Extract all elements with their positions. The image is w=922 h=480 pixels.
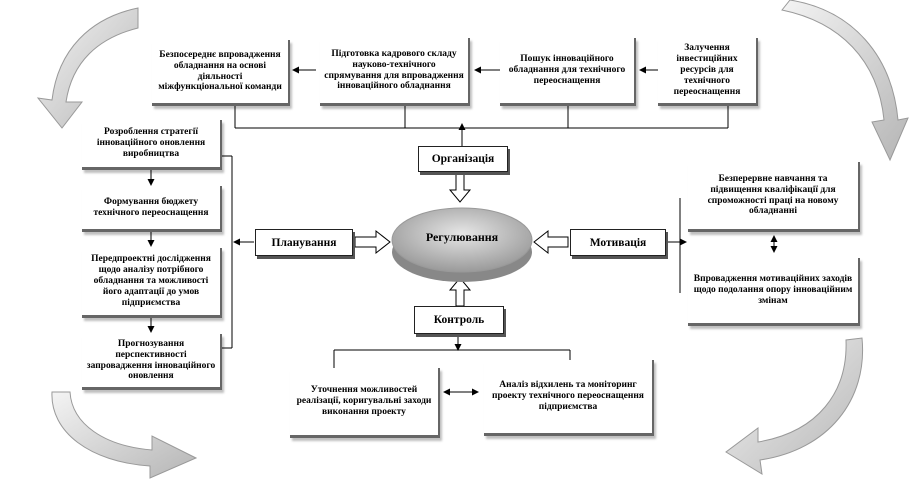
planning-step-1: Розроблення стратегії інноваційного онов…: [82, 120, 222, 170]
center-label: Регулювання: [425, 230, 499, 244]
cycle-arrow-top-right: [781, 0, 909, 162]
top-box-3: Пошук інноваційного обладнання для техні…: [500, 38, 636, 106]
cycle-arrow-bottom-left: [51, 391, 198, 479]
top-box-4: Залучення інвестиційних ресурсів для тех…: [658, 38, 758, 106]
motivation-step-2: Впровадження мотиваційних заходів щодо п…: [688, 258, 860, 326]
function-organization: Організація: [418, 146, 508, 172]
hollow-arrow-planning: [354, 229, 391, 255]
top-box-2: Підготовка кадрового складу науково-техн…: [320, 38, 470, 106]
planning-step-2: Формування бюджету технічного переоснаще…: [82, 186, 222, 232]
motivation-step-1: Безперервне навчання та підвищення квалі…: [688, 162, 860, 232]
function-control: Контроль: [414, 306, 504, 334]
control-step-2: Аналіз відхилень та моніторинг проекту т…: [484, 360, 654, 436]
function-planning: Планування: [255, 229, 353, 256]
control-step-1: Уточнення можливостей реалізації, коригу…: [290, 368, 440, 438]
cycle-arrow-top-left: [36, 7, 139, 129]
center-ellipse: [391, 207, 533, 273]
cycle-arrow-bottom-right: [725, 337, 864, 475]
planning-step-4: Прогнозування перспективності запровадже…: [82, 334, 222, 390]
hollow-arrow-control: [448, 277, 472, 307]
hollow-arrow-motivation: [533, 229, 569, 255]
planning-step-3: Передпроектні дослідження щодо аналізу п…: [82, 248, 222, 318]
function-motivation: Мотивація: [570, 229, 666, 256]
top-box-1: Безпосереднє впровадження обладнання на …: [152, 40, 290, 106]
hollow-arrow-organization: [448, 171, 472, 203]
